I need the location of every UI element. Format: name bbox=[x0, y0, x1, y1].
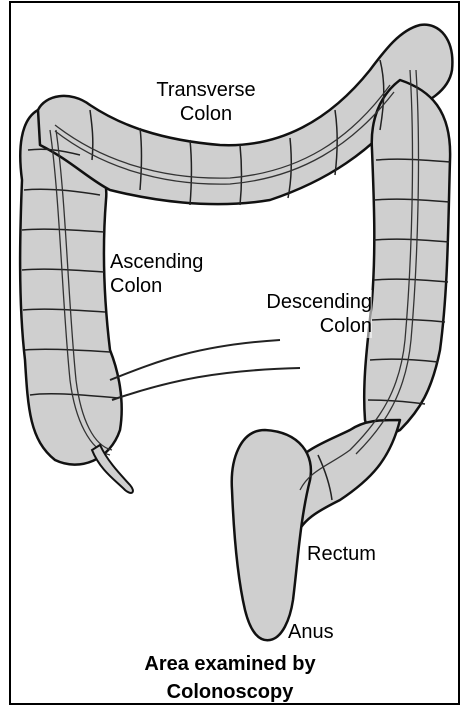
label-ascending-line1: Ascending bbox=[110, 250, 203, 274]
label-transverse-line1: Transverse bbox=[141, 78, 271, 102]
label-descending-line1: Descending bbox=[240, 290, 372, 314]
label-ascending-colon: Ascending Colon bbox=[110, 250, 203, 298]
label-transverse-colon: Transverse Colon bbox=[141, 78, 271, 126]
caption-line1: Area examined by bbox=[60, 650, 400, 678]
label-ascending-line2: Colon bbox=[110, 274, 203, 298]
label-descending-colon: Descending Colon bbox=[240, 290, 372, 338]
label-rectum: Rectum bbox=[307, 542, 376, 566]
caption-line2: Colonoscopy bbox=[60, 678, 400, 706]
label-transverse-line2: Colon bbox=[141, 102, 271, 126]
label-descending-line2: Colon bbox=[240, 314, 372, 338]
diagram-caption: Area examined by Colonoscopy bbox=[60, 650, 400, 706]
label-anus: Anus bbox=[288, 620, 334, 644]
